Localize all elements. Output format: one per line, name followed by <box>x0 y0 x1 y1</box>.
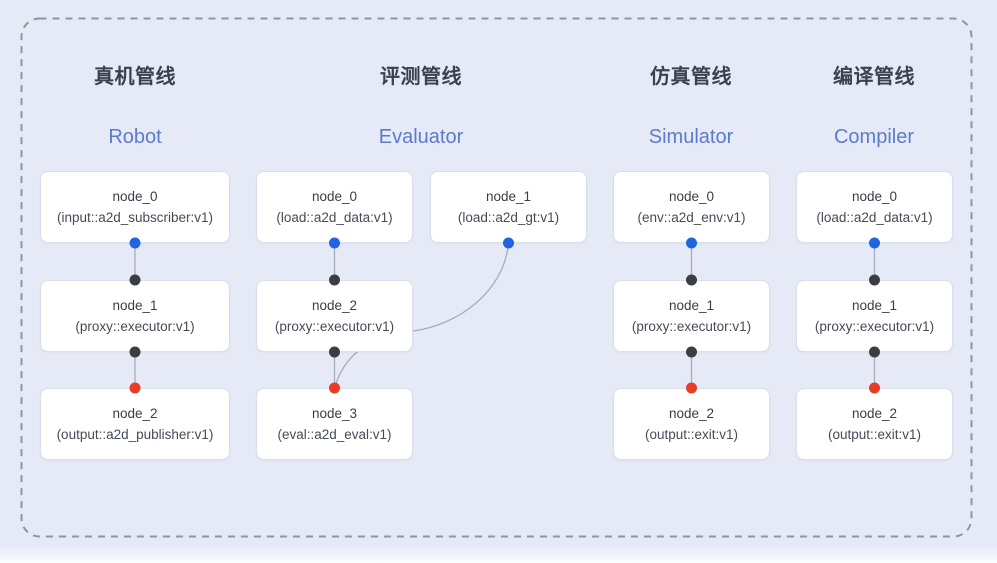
pipeline-title-zh: 真机管线 <box>94 66 176 88</box>
node-detail: (load::a2d_gt:v1) <box>457 210 560 225</box>
pipeline-title-en: Evaluator <box>378 126 464 148</box>
node-box: node_2(output::exit:v1) <box>796 388 953 460</box>
node-box: node_1(proxy::executor:v1) <box>40 280 230 352</box>
node-label: node_0 <box>668 189 715 204</box>
node-box: node_1(load::a2d_gt:v1) <box>430 171 587 243</box>
node-detail: (env::a2d_env:v1) <box>637 210 746 225</box>
node-detail: (proxy::executor:v1) <box>75 319 195 334</box>
pipeline-title-zh: 编译管线 <box>833 66 915 88</box>
node-label: node_3 <box>311 406 358 421</box>
node-detail: (output::exit:v1) <box>644 427 739 442</box>
pipeline-title-en: Robot <box>108 126 162 148</box>
pipeline-title-en: Simulator <box>648 126 734 148</box>
node-detail: (proxy::executor:v1) <box>631 319 752 334</box>
pipeline-title-zh: 评测管线 <box>380 66 462 88</box>
node-detail: (eval::a2d_eval:v1) <box>277 427 392 442</box>
pipeline-title-en: Compiler <box>833 126 915 148</box>
node-detail: (input::a2d_subscriber:v1) <box>56 210 214 225</box>
node-label: node_1 <box>112 298 158 313</box>
node-box: node_0(load::a2d_data:v1) <box>796 171 953 243</box>
node-box: node_2(proxy::executor:v1) <box>256 280 413 352</box>
node-label: node_2 <box>112 406 158 421</box>
pipeline-title-zh: 仿真管线 <box>650 66 732 88</box>
node-box: node_0(input::a2d_subscriber:v1) <box>40 171 230 243</box>
node-label: node_2 <box>668 406 715 421</box>
node-detail: (proxy::executor:v1) <box>814 319 935 334</box>
node-label: node_0 <box>851 189 898 204</box>
node-label: node_1 <box>851 298 898 313</box>
node-label: node_2 <box>311 298 358 313</box>
node-label: node_0 <box>112 189 158 204</box>
node-box: node_0(env::a2d_env:v1) <box>613 171 770 243</box>
node-box: node_2(output::a2d_publisher:v1) <box>40 388 230 460</box>
node-detail: (output::exit:v1) <box>827 427 922 442</box>
node-box: node_0(load::a2d_data:v1) <box>256 171 413 243</box>
node-box: node_1(proxy::executor:v1) <box>613 280 770 352</box>
node-label: node_2 <box>851 406 898 421</box>
node-label: node_1 <box>668 298 715 313</box>
node-label: node_1 <box>485 189 532 204</box>
node-box: node_1(proxy::executor:v1) <box>796 280 953 352</box>
node-label: node_0 <box>311 189 358 204</box>
node-box: node_3(eval::a2d_eval:v1) <box>256 388 413 460</box>
node-detail: (load::a2d_data:v1) <box>816 210 933 225</box>
node-detail: (output::a2d_publisher:v1) <box>56 427 214 442</box>
node-detail: (load::a2d_data:v1) <box>276 210 393 225</box>
node-detail: (proxy::executor:v1) <box>274 319 395 334</box>
node-box: node_2(output::exit:v1) <box>613 388 770 460</box>
